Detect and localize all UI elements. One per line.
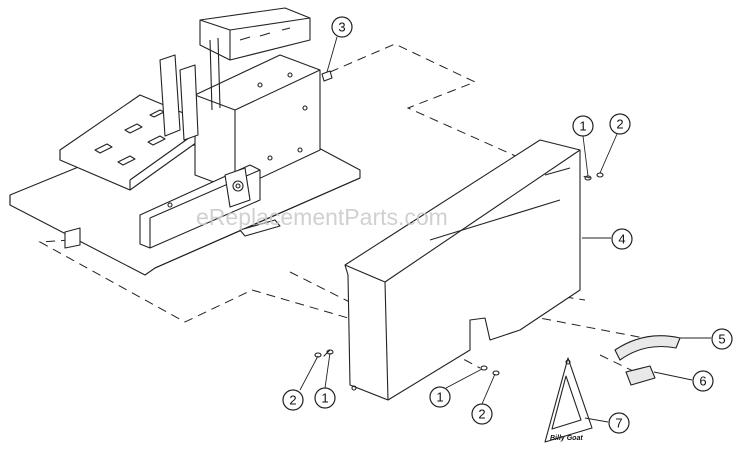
- watermark: eReplacementParts.com: [196, 204, 448, 230]
- svg-text:5: 5: [718, 332, 725, 347]
- svg-text:1: 1: [436, 390, 443, 405]
- svg-text:1: 1: [579, 119, 586, 134]
- part-5-guard: [614, 335, 681, 361]
- chassis-frame: [9, 7, 361, 276]
- callout-5: 5: [711, 328, 733, 350]
- part-7-decal: Billy Goat: [544, 357, 593, 443]
- callout-2-left: 2: [282, 389, 304, 411]
- svg-text:2: 2: [289, 393, 296, 408]
- fasteners: [314, 172, 604, 376]
- svg-text:6: 6: [699, 374, 706, 389]
- svg-text:7: 7: [615, 416, 622, 431]
- svg-text:2: 2: [478, 407, 485, 422]
- callout-6: 6: [692, 370, 714, 392]
- callout-1-left: 1: [314, 387, 336, 409]
- part-3-bolt: [321, 70, 333, 82]
- svg-text:2: 2: [616, 117, 623, 132]
- callout-1-bottom: 1: [429, 386, 451, 408]
- svg-text:3: 3: [338, 20, 345, 35]
- svg-text:4: 4: [618, 232, 625, 247]
- callout-2-bottom: 2: [471, 403, 493, 425]
- callout-2-top: 2: [609, 113, 631, 135]
- callout-3: 3: [331, 16, 353, 38]
- svg-text:1: 1: [321, 391, 328, 406]
- part-4-cover: [344, 139, 581, 401]
- part-6-label: [625, 365, 656, 386]
- callout-7: 7: [608, 412, 630, 434]
- decal-logo-text: Billy Goat: [550, 435, 583, 442]
- callout-4: 4: [611, 228, 633, 250]
- callout-1-top: 1: [572, 115, 594, 137]
- leader-lines: [299, 36, 711, 423]
